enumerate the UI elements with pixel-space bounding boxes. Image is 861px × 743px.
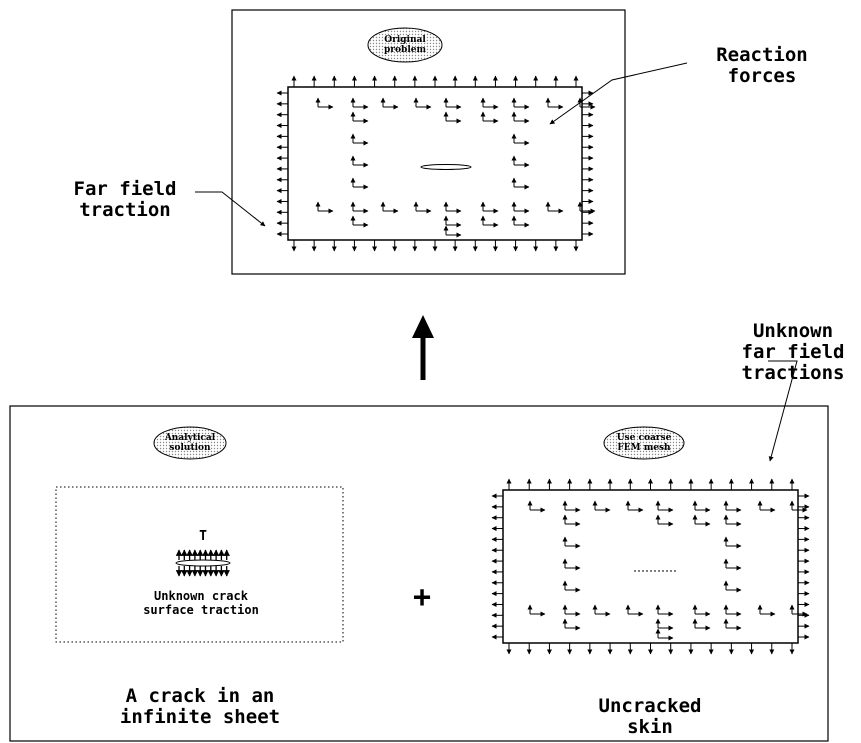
unknown-far-field-arrows [491,478,810,655]
uncracked-skin-caption: Uncracked skin [598,695,702,738]
original-crack [420,164,472,170]
analytical-solution-text: Analytical solution [164,433,216,453]
far-field-leader [195,191,266,227]
fem-reaction-arrows [527,500,808,641]
reaction-forces-label: Reaction forces [716,44,808,87]
far-field-traction-label: Far field traction [73,178,177,221]
traction-t-symbol: T [199,529,207,544]
crack-region-box [55,486,344,643]
decomposition-frame [9,405,829,742]
reaction-force-arrows [315,97,596,238]
original-problem-text: Original problem [384,35,426,55]
crack-ellipse [175,559,231,567]
infinite-sheet-caption: A crack in an infinite sheet [119,685,281,728]
crack-surface-traction-label: Unknown crack surface traction [143,589,259,617]
analytical-solution-badge [153,426,227,460]
unknown-far-field-leader [768,360,798,462]
fem-mesh-text: Use coarse FEM mesh [616,433,672,453]
reaction-forces-leader [549,62,688,125]
uncracked-plate [502,489,799,644]
far-field-traction-arrows [276,75,594,252]
original-problem-frame [231,9,626,275]
superposition-arrow-head [412,315,434,338]
fem-mesh-badge [603,426,685,460]
crack-surface-traction-arrows [175,549,231,577]
unknown-far-field-label: Unknown far field tractions [741,320,845,384]
original-plate [287,86,583,241]
plus-sign: + [412,580,432,615]
original-problem-badge [367,27,443,63]
